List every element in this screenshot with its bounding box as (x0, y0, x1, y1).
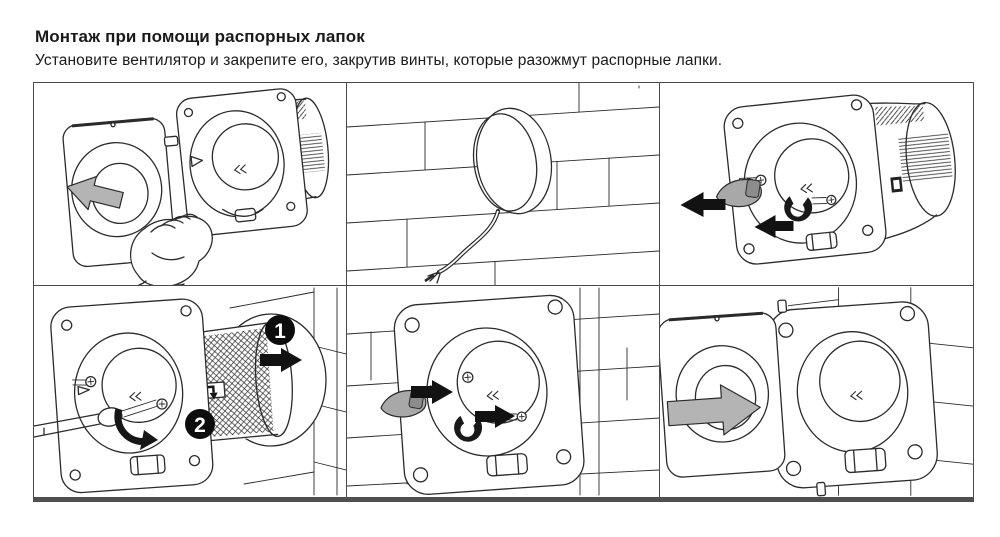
attach-cover-drawing (660, 287, 973, 497)
expansion-leg-icon (454, 415, 483, 442)
unscrew-direction-arrow-icon (680, 192, 726, 217)
fan-body-icon (767, 299, 938, 497)
screwdriver-icon (715, 178, 762, 208)
fan-body-icon (723, 94, 956, 265)
panel-attach-cover (660, 286, 973, 497)
remove-cover-drawing (62, 88, 330, 285)
step-1-number: 1 (274, 320, 286, 343)
loosen-screws-drawing (680, 94, 956, 265)
panel-insert-fan: 1 2 (34, 286, 347, 497)
panel-remove-front-cover (34, 83, 347, 286)
rotate-screw-arrowhead-icon (140, 430, 158, 450)
push-direction-arrow-icon (666, 384, 761, 436)
installation-steps-grid: 1 2 (33, 82, 974, 502)
duct-hole-icon (472, 107, 553, 215)
step-1-badge (265, 315, 295, 345)
screw-icon (502, 411, 527, 422)
unscrew-direction-arrow-icon (754, 215, 794, 238)
fan-body-icon (50, 298, 214, 494)
step-2-number: 2 (194, 414, 206, 437)
screw-icon (811, 194, 837, 206)
insert-direction-arrow-icon (260, 348, 302, 372)
panel-loosen-screws (660, 83, 973, 286)
panel-tighten-screws (347, 286, 660, 497)
fan-body-icon (393, 294, 585, 495)
instruction-header: Монтаж при помощи распорных лапок Устано… (35, 26, 722, 70)
expansion-leg-icon (784, 196, 813, 222)
pull-direction-arrow-icon (66, 175, 124, 211)
section-title: Монтаж при помощи распорных лапок (35, 27, 365, 46)
wall-hole-drawing (347, 83, 659, 285)
tighten-direction-arrow-icon (475, 405, 515, 428)
insert-fan-drawing: 1 2 (34, 287, 346, 496)
fan-body-icon (175, 88, 330, 237)
section-subtitle: Установите вентилятор и закрепите его, з… (35, 52, 723, 70)
tighten-direction-arrow-icon (411, 380, 453, 404)
power-cable-icon (424, 208, 501, 284)
screw-icon (462, 371, 474, 383)
panel-wall-hole (347, 83, 660, 286)
step-2-badge (185, 409, 215, 439)
screw-icon (72, 376, 97, 388)
hand-icon (130, 213, 213, 285)
tighten-screws-drawing (347, 287, 659, 496)
